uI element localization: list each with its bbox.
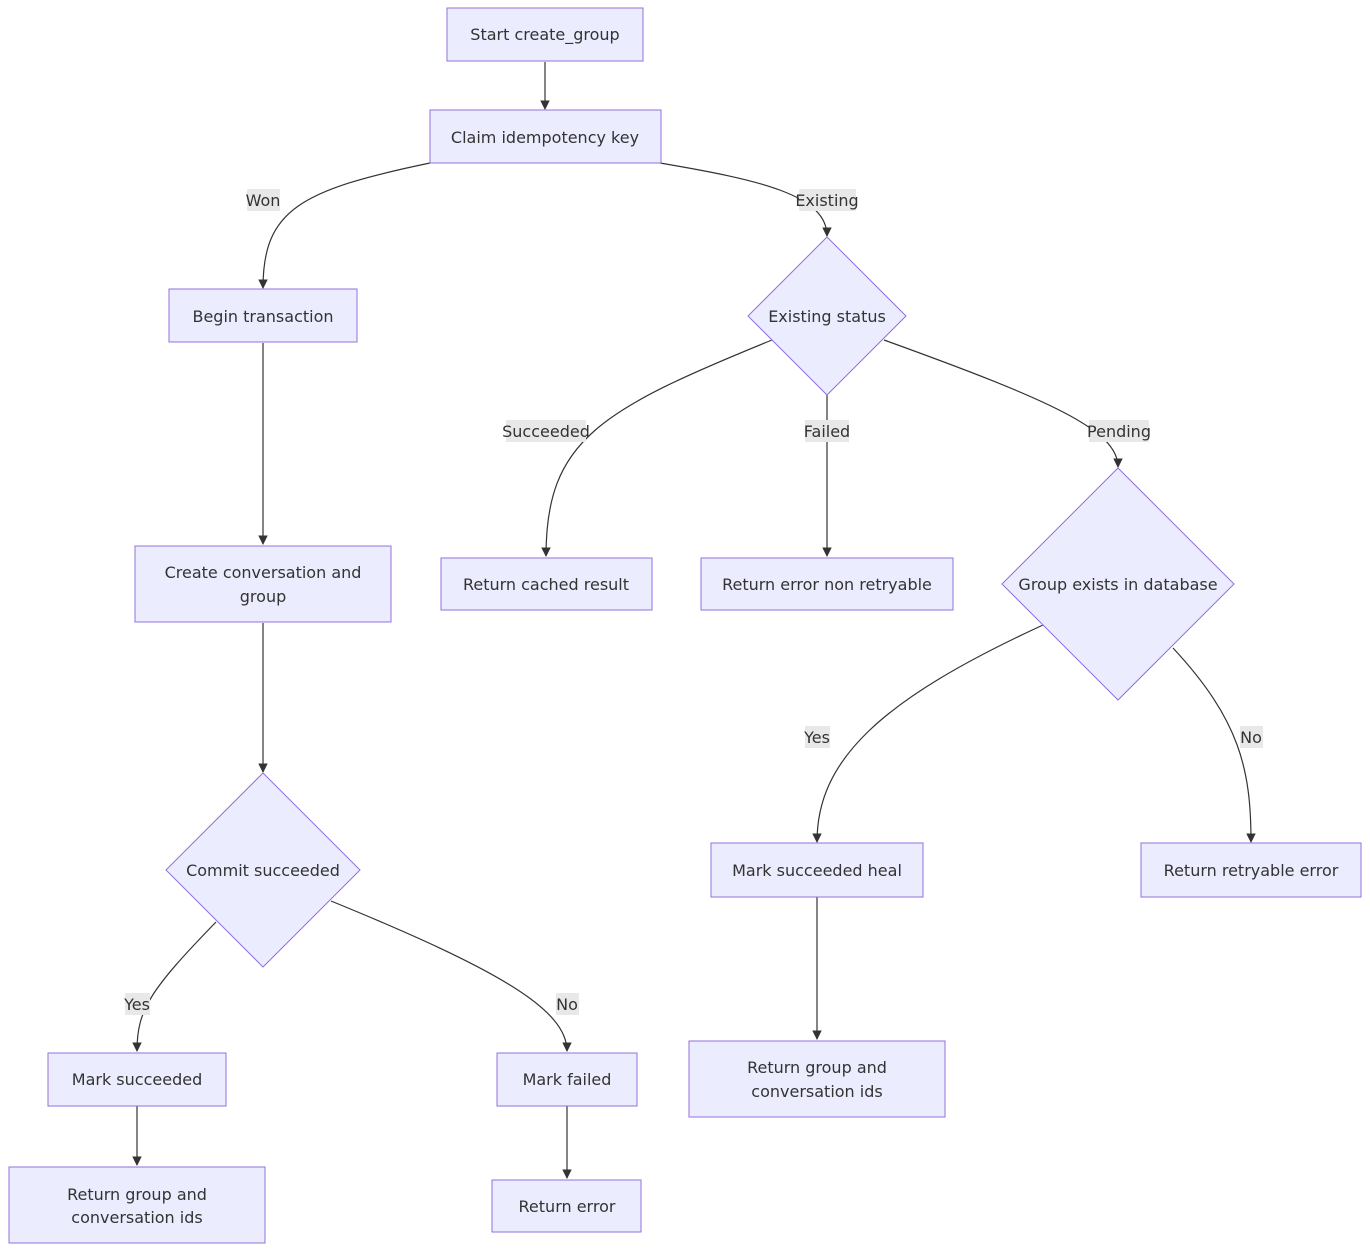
node-mark-succeeded-heal: Mark succeeded heal <box>710 842 924 898</box>
svg-text:Commit succeeded: Commit succeeded <box>186 861 340 880</box>
svg-text:Start create_group: Start create_group <box>470 25 619 45</box>
svg-text:Begin transaction: Begin transaction <box>192 307 333 326</box>
svg-text:Succeeded: Succeeded <box>502 422 590 441</box>
svg-text:Return error: Return error <box>519 1197 616 1216</box>
edge-existing-cached <box>541 339 773 557</box>
edge-commit-marksucc <box>132 921 217 1052</box>
edge-label-existing: Existing <box>795 189 859 211</box>
node-return-group-conversation-ids-left: Return group and conversation ids <box>8 1166 266 1244</box>
node-return-error: Return error <box>491 1179 642 1233</box>
svg-text:Pending: Pending <box>1087 422 1151 441</box>
svg-text:Won: Won <box>246 191 281 210</box>
svg-text:Return cached result: Return cached result <box>463 575 629 594</box>
node-mark-succeeded: Mark succeeded <box>47 1052 227 1107</box>
edge-label-succeeded: Succeeded <box>502 420 590 442</box>
svg-text:No: No <box>1240 728 1262 747</box>
svg-text:conversation ids: conversation ids <box>71 1208 202 1227</box>
svg-text:Existing status: Existing status <box>768 307 886 326</box>
svg-text:conversation ids: conversation ids <box>751 1082 882 1101</box>
node-return-retryable-error: Return retryable error <box>1140 842 1362 898</box>
edge-label-no-group: No <box>1240 726 1263 748</box>
nodes: Start create_group Claim idempotency key… <box>8 7 1362 1244</box>
edges <box>132 62 1256 1179</box>
svg-text:Return retryable error: Return retryable error <box>1164 861 1339 880</box>
edge-label-yes-group: Yes <box>803 726 830 748</box>
edge-label-yes-commit: Yes <box>123 993 150 1015</box>
svg-text:Return group and: Return group and <box>67 1185 207 1204</box>
edge-claim-existing <box>659 162 832 237</box>
svg-text:Return group and: Return group and <box>747 1058 887 1077</box>
svg-text:group: group <box>240 587 286 606</box>
edge-groupexists-markheal <box>812 624 1044 843</box>
edge-label-won: Won <box>246 189 281 211</box>
edge-label-no-commit: No <box>556 993 579 1015</box>
node-group-exists-in-database: Group exists in database <box>1001 467 1235 701</box>
node-begin-transaction: Begin transaction <box>168 288 358 343</box>
svg-text:Yes: Yes <box>123 995 150 1014</box>
edge-claim-begin <box>258 162 431 289</box>
svg-text:Claim idempotency key: Claim idempotency key <box>451 128 639 147</box>
svg-text:Return error non retryable: Return error non retryable <box>722 575 932 594</box>
node-return-cached-result: Return cached result <box>440 557 653 611</box>
svg-text:Mark failed: Mark failed <box>523 1070 612 1089</box>
node-commit-succeeded: Commit succeeded <box>165 772 361 968</box>
node-start-create-group: Start create_group <box>446 7 644 62</box>
svg-text:Yes: Yes <box>803 728 830 747</box>
svg-text:Failed: Failed <box>804 422 850 441</box>
svg-text:Group exists in database: Group exists in database <box>1018 575 1217 594</box>
node-mark-failed: Mark failed <box>496 1052 638 1107</box>
svg-text:Mark succeeded heal: Mark succeeded heal <box>732 861 902 880</box>
node-return-error-non-retryable: Return error non retryable <box>700 557 954 611</box>
edge-label-failed: Failed <box>804 420 850 442</box>
node-create-conversation-group: Create conversation and group <box>134 545 392 623</box>
edge-groupexists-retryerr <box>1172 647 1256 843</box>
svg-text:Mark succeeded: Mark succeeded <box>72 1070 202 1089</box>
edge-labels: Won Existing Succeeded Failed Pending Ye… <box>123 189 1263 1015</box>
svg-text:Create conversation and: Create conversation and <box>165 563 362 582</box>
edge-commit-markfailed <box>330 900 572 1052</box>
node-return-group-conversation-ids-mid: Return group and conversation ids <box>688 1040 946 1118</box>
svg-text:Existing: Existing <box>795 191 858 210</box>
edge-existing-groupexists <box>883 339 1123 468</box>
svg-text:No: No <box>556 995 578 1014</box>
edge-label-pending: Pending <box>1087 420 1151 442</box>
node-existing-status: Existing status <box>747 236 907 396</box>
node-claim-idempotency-key: Claim idempotency key <box>429 109 662 164</box>
